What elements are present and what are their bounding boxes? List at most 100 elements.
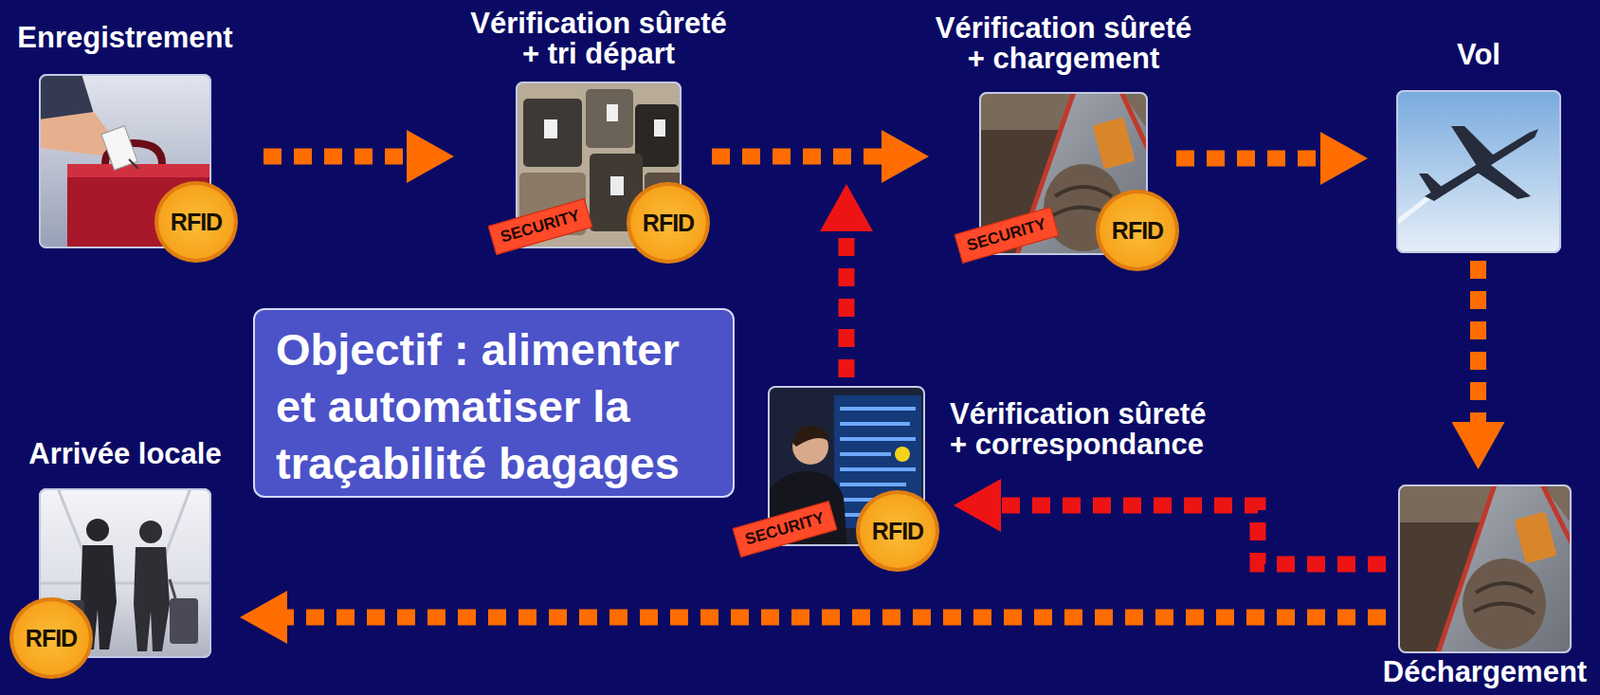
connection-photo-part-part [767, 471, 848, 546]
arrival-photo-part-part-part [38, 581, 212, 585]
security-text: SECURITY [498, 206, 582, 248]
sorting-photo-part-part [654, 119, 666, 137]
unloading-photo [1398, 484, 1572, 654]
unloading-photo-part-part [1437, 484, 1572, 654]
sorting-photo-part-part [644, 172, 682, 239]
checkin-photo-part [38, 73, 212, 249]
sorting-photo-part-part [544, 119, 558, 139]
rfid-text: RFID [872, 517, 924, 546]
rfid-text: RFID [25, 624, 77, 653]
flow-arrow [838, 231, 855, 378]
flight-photo-part [1396, 90, 1562, 254]
connection-photo-part-part-part [839, 467, 916, 472]
checkin-photo-part-part [67, 163, 210, 249]
loading-photo [979, 91, 1148, 255]
connection-photo [767, 385, 926, 546]
unloading-photo-part [1398, 484, 1572, 654]
step-caption: Vol [1456, 39, 1501, 71]
arrival-photo-part-part [169, 579, 176, 599]
flow-arrow [287, 609, 1386, 626]
photo-step: Déchargement [1398, 484, 1572, 654]
objective-text: Objectif : alimenter et automatiser la t… [275, 321, 690, 492]
connection-photo-part-part [894, 446, 910, 462]
step-caption-wrap: Arrivée locale [28, 438, 221, 470]
flight-photo-part-part [1418, 173, 1444, 195]
flow-arrow [1470, 260, 1487, 422]
step-caption: Vérification sûreté + chargement [928, 13, 1200, 74]
flow-arrow [711, 148, 882, 165]
arrival-photo-part-part [80, 545, 117, 650]
flow-arrow [1176, 150, 1321, 167]
sorting-photo-part-part [585, 89, 634, 148]
loading-photo-part-part [1043, 163, 1124, 252]
security-text: SECURITY [964, 215, 1049, 256]
flight-photo-part-part [1396, 196, 1431, 223]
photo-step: Enregistrement [38, 73, 212, 249]
sorting-photo-part-part [519, 172, 586, 236]
photo-step: Vol [1396, 90, 1562, 254]
unloading-photo-part-part [1513, 510, 1557, 564]
arrival-photo-part-part [139, 520, 163, 544]
security-sticker: SECURITY [732, 500, 838, 558]
step-caption-wrap: Vol [1456, 39, 1501, 71]
flight-photo-part-part [1475, 162, 1531, 200]
step-caption-wrap: Vérification sûreté + tri départ [463, 8, 734, 70]
checkin-photo-part-part [101, 126, 138, 170]
flight-photo-part-part [1424, 128, 1539, 201]
step-caption: Arrivée locale [28, 438, 221, 470]
rfid-text: RFID [170, 208, 222, 237]
step-caption: Vérification sûreté + correspondance [949, 399, 1220, 460]
flight-photo [1396, 90, 1562, 254]
flow-arrow [263, 148, 407, 165]
connection-photo-part-part-part [839, 406, 916, 411]
connection-photo-part-part-part [839, 421, 910, 426]
unloading-photo-part-part [1473, 582, 1535, 614]
arrival-photo-part-part [86, 518, 110, 542]
sorting-photo [515, 81, 683, 249]
connection-photo-part-part-part [839, 452, 891, 456]
sorting-photo-part-part [515, 81, 682, 249]
sorting-photo-part-part [610, 176, 624, 196]
sorting-photo-part-part [523, 98, 582, 167]
loading-photo-part-part [1053, 186, 1114, 218]
arrival-photo-part-part [38, 488, 212, 658]
sorting-photo-part [515, 81, 682, 249]
loading-photo-part [979, 91, 1148, 255]
arrival-photo-part [38, 488, 212, 658]
step-caption-wrap: Vérification sûreté + chargement [928, 13, 1200, 74]
arrival-photo-part-part [133, 546, 170, 652]
connection-photo-part-part-part [839, 512, 901, 517]
photo-step: Vérification sûreté + chargement [979, 91, 1148, 255]
step-caption-wrap: Vérification sûreté + correspondance [949, 399, 1220, 460]
loading-photo-part-part [1091, 116, 1135, 169]
checkin-photo [38, 73, 212, 255]
connection-photo-part-part-part [839, 482, 907, 487]
connection-photo-part-part [767, 385, 926, 546]
arrival-photo-part-part [169, 598, 199, 644]
rfid-badge: RFID [1095, 189, 1180, 272]
step-caption: Vérification sûreté + tri départ [463, 8, 734, 70]
photo-step: Vérification sûreté + tri départ [515, 81, 682, 249]
sorting-photo-part-part [606, 104, 619, 122]
arrival-photo-part-part [38, 488, 212, 583]
connection-photo-part-part [792, 425, 829, 447]
sorting-photo-part-part [589, 153, 643, 232]
step-caption-wrap: Enregistrement [17, 22, 233, 54]
connection-photo-part [767, 385, 926, 546]
photo-step: Vérification sûreté + correspondance [767, 385, 926, 546]
checkin-photo-part-part [67, 163, 210, 178]
objective-box: Objectif : alimenter et automatiser la t… [253, 308, 735, 498]
connection-photo-part-part [834, 395, 922, 528]
connection-photo-part-part-part [839, 436, 916, 441]
connection-photo-part-part [839, 408, 916, 515]
flow-arrow [1000, 505, 1386, 564]
loading-photo-part-part [1017, 91, 1148, 255]
security-sticker: SECURITY [488, 198, 594, 255]
unloading-photo-part-part [1462, 558, 1546, 650]
flight-photo-part-part [1396, 90, 1562, 254]
rfid-badge: RFID [626, 181, 710, 264]
